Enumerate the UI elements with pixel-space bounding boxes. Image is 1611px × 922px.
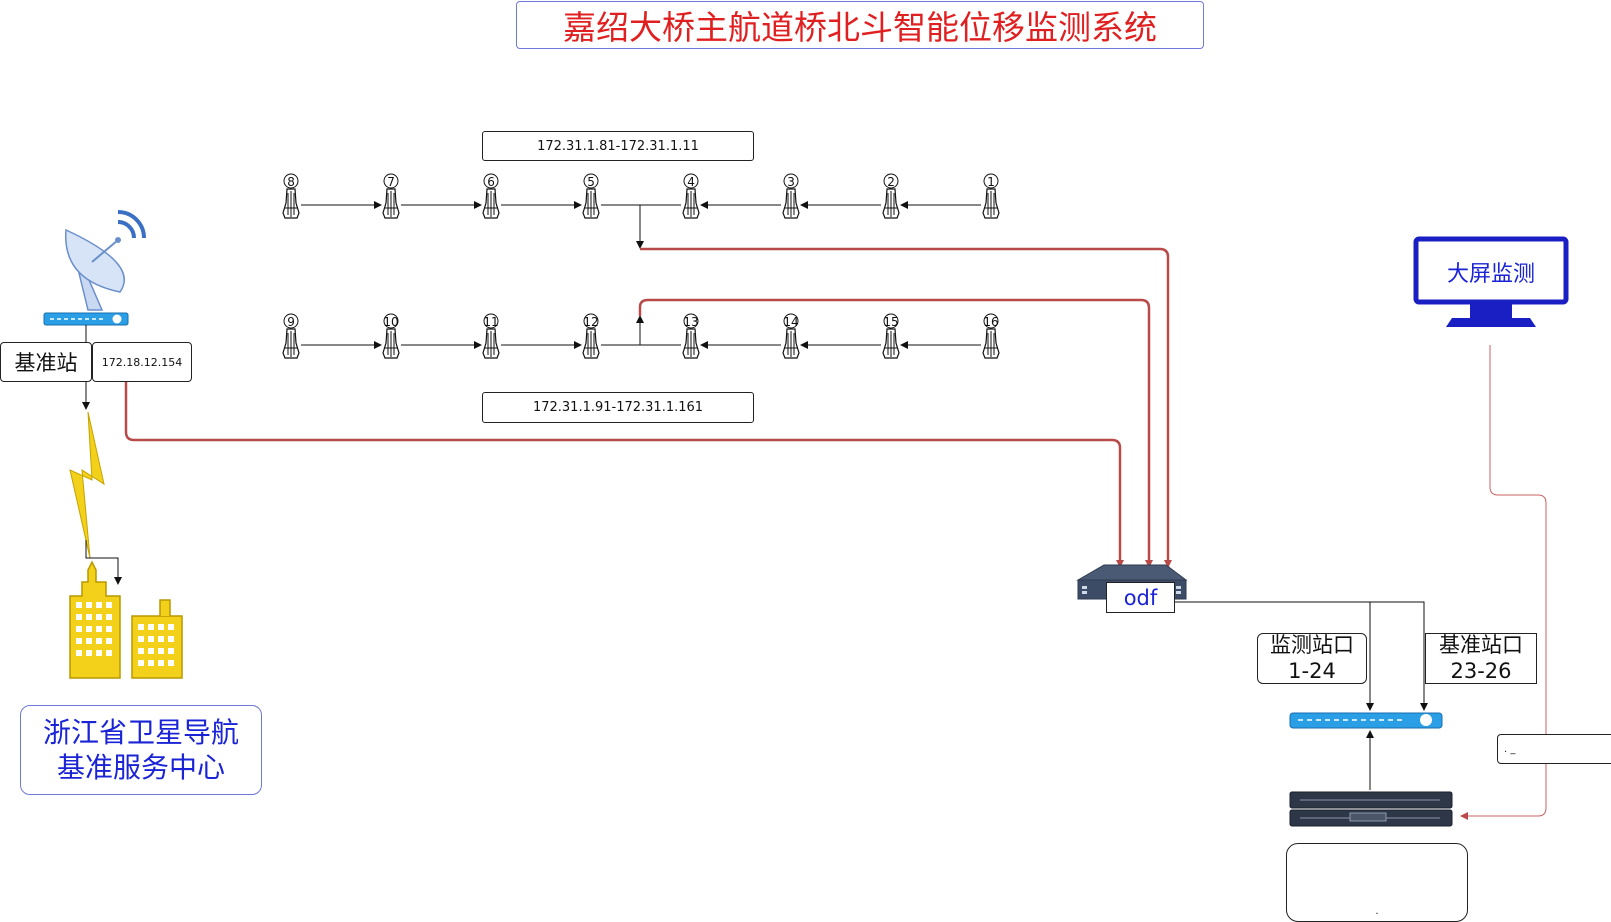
connector-line [601, 204, 644, 249]
monitor-ports-label: 监测站口 1-24 [1257, 633, 1367, 684]
sensor-number: 1 [987, 175, 995, 189]
base-ports-label: 基准站口 23-26 [1425, 633, 1537, 684]
monitor-ports-line1: 监测站口 [1270, 633, 1354, 658]
ip-range-label-bottom: 172.31.1.91-172.31.1.161 [482, 392, 754, 423]
sensor-icon: 5 [582, 173, 600, 219]
sensor-icon: 6 [482, 173, 500, 219]
odf-label: odf [1106, 582, 1175, 613]
sensor-icon: 3 [782, 173, 800, 219]
top-sensor-row: 8 7 6 5 4 3 2 1 [282, 173, 1000, 219]
base-station-ip: 172.18.12.154 [92, 342, 192, 382]
sensor-number: 15 [883, 315, 898, 329]
fiber-link-top [640, 247, 1172, 568]
page-title: 嘉绍大桥主航道桥北斗智能位移监测系统 [516, 1, 1204, 49]
lightning-icon [69, 411, 105, 559]
base-ports-line2: 23-26 [1450, 658, 1512, 683]
sensor-number: 9 [287, 315, 295, 329]
sensor-number: 7 [387, 175, 395, 189]
satellite-dish-icon [65, 210, 146, 311]
sensor-icon: 15 [882, 313, 900, 359]
big-screen-label: 大屏监测 [1446, 262, 1535, 287]
sensor-icon: 7 [382, 173, 400, 219]
sensor-number: 2 [887, 175, 895, 189]
bottom-row-connectors [301, 315, 981, 349]
sensor-number: 13 [683, 315, 698, 329]
ip-range-label-top: 172.31.1.81-172.31.1.11 [482, 131, 754, 161]
sensor-icon: 16 [982, 313, 1000, 359]
base-station-label: 基准站 [0, 342, 92, 382]
sensor-number: 14 [783, 315, 798, 329]
monitor-ports-line2: 1-24 [1288, 658, 1336, 683]
sensor-number: 4 [687, 175, 695, 189]
sensor-number: 16 [983, 315, 998, 329]
server-icon [1289, 791, 1453, 827]
sensor-icon: 9 [282, 313, 300, 359]
sensor-number: 11 [483, 315, 498, 329]
sensor-icon: 13 [682, 313, 700, 359]
sensor-number: 12 [583, 315, 598, 329]
navigation-center-line2: 基准服务中心 [56, 751, 225, 784]
fiber-link-base [124, 380, 1124, 568]
building-icon [69, 560, 183, 679]
small-note-box: . _ [1497, 734, 1611, 764]
monitor-icon [1413, 236, 1569, 327]
connector-line [601, 315, 644, 346]
sensor-icon: 1 [982, 173, 1000, 219]
base-ports-line1: 基准站口 [1439, 633, 1523, 658]
sensor-number: 6 [487, 175, 495, 189]
receiver-device-icon [43, 312, 129, 326]
sensor-number: 10 [383, 315, 398, 329]
bottom-sensor-row: 9 10 11 12 13 14 15 16 [282, 313, 1000, 359]
sensor-icon: 11 [482, 313, 500, 359]
sensor-icon: 2 [882, 173, 900, 219]
top-row-connectors [301, 201, 981, 249]
fiber-links [124, 247, 1172, 568]
sensor-number: 8 [287, 175, 295, 189]
connector-line [85, 540, 122, 585]
fiber-link-bottom [638, 298, 1153, 568]
sensor-icon: 12 [582, 313, 600, 359]
sensor-icon: 4 [682, 173, 700, 219]
sensor-number: 3 [787, 175, 795, 189]
sensor-number: 5 [587, 175, 595, 189]
navigation-center-line1: 浙江省卫星导航 [42, 716, 239, 749]
sensor-icon: 10 [382, 313, 400, 359]
sensor-icon: 8 [282, 173, 300, 219]
server-note-box: . [1286, 843, 1468, 922]
connector-line [1370, 601, 1428, 711]
screen-link [1460, 345, 1547, 820]
navigation-center-label: 浙江省卫星导航 基准服务中心 [20, 705, 262, 795]
network-switch-icon [1289, 712, 1443, 729]
sensor-icon: 14 [782, 313, 800, 359]
